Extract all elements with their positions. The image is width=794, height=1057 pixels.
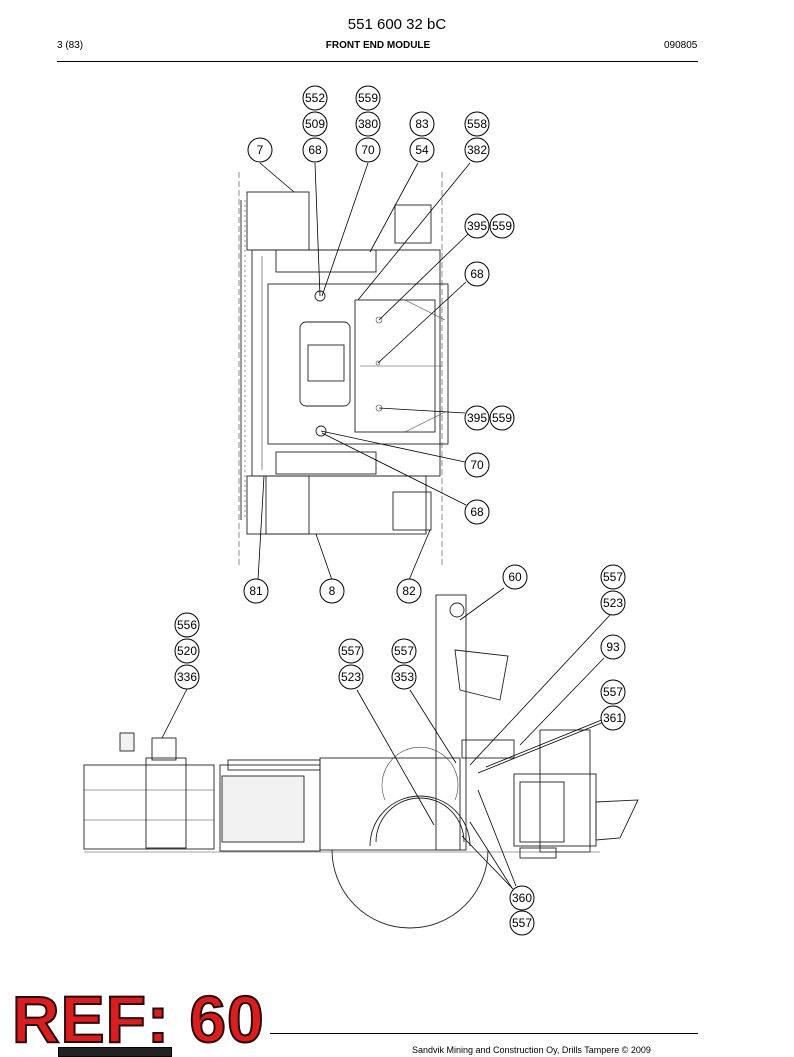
page-count: 3 (83) [57,40,84,51]
callout-label: 70 [470,458,484,472]
callout-395: 395 [464,213,490,239]
callout-523: 523 [338,664,364,690]
callout-8: 8 [319,578,345,604]
callout-559: 559 [489,213,515,239]
callout-93: 93 [600,634,626,660]
callout-label: 382 [467,143,487,157]
callout-label: 559 [492,219,512,233]
callout-70: 70 [464,452,490,478]
callout-353: 353 [391,664,417,690]
callout-label: 557 [341,644,361,658]
callout-label: 93 [606,640,620,654]
callout-380: 380 [355,111,381,137]
callout-509: 509 [302,111,328,137]
callout-68: 68 [302,137,328,163]
callout-label: 54 [415,143,429,157]
callout-68: 68 [464,499,490,525]
footer-copyright: Sandvik Mining and Construction Oy, Dril… [412,1045,651,1055]
callout-label: 557 [603,570,623,584]
callout-label: 523 [603,596,623,610]
callout-label: 70 [361,143,375,157]
callout-label: 60 [508,570,522,584]
logo-strip [58,1047,172,1057]
callout-557: 557 [338,638,364,664]
callout-82: 82 [396,578,422,604]
callout-label: 558 [467,117,487,131]
callout-361: 361 [600,705,626,731]
callout-336: 336 [174,664,200,690]
callout-label: 380 [358,117,378,131]
callout-523: 523 [600,590,626,616]
header-rule [57,61,698,62]
callout-395: 395 [464,405,490,431]
callout-70: 70 [355,137,381,163]
callout-557: 557 [391,638,417,664]
callout-label: 557 [512,916,532,930]
callout-557: 557 [600,679,626,705]
callout-label: 82 [402,584,416,598]
callout-label: 552 [305,91,325,105]
callout-label: 395 [467,219,487,233]
callout-559: 559 [489,405,515,431]
callout-label: 557 [394,644,414,658]
document-date: 090805 [664,40,698,51]
callout-label: 8 [329,584,336,598]
callout-label: 68 [470,267,484,281]
callout-label: 7 [257,143,264,157]
callout-label: 68 [308,143,322,157]
callout-556: 556 [174,612,200,638]
callout-68: 68 [464,261,490,287]
callout-label: 523 [341,670,361,684]
document-number: 551 600 32 bC [347,16,447,33]
callout-label: 83 [415,117,429,131]
callout-520: 520 [174,638,200,664]
callout-382: 382 [464,137,490,163]
callout-label: 520 [177,644,197,658]
footer-rule [270,1033,698,1034]
side-view-drawing [83,594,639,929]
callout-label: 336 [177,670,197,684]
callout-label: 353 [394,670,414,684]
callout-label: 395 [467,411,487,425]
callout-81: 81 [243,578,269,604]
callout-label: 557 [603,685,623,699]
callout-60: 60 [502,564,528,590]
callout-label: 509 [305,117,325,131]
callout-label: 556 [177,618,197,632]
callout-label: 361 [603,711,623,725]
callout-label: 360 [512,891,532,905]
callout-label: 68 [470,505,484,519]
callout-558: 558 [464,111,490,137]
callout-7: 7 [247,137,273,163]
callout-83: 83 [409,111,435,137]
callout-label: 559 [358,91,378,105]
callout-label: 81 [249,584,263,598]
callout-557: 557 [600,564,626,590]
callout-label: 559 [492,411,512,425]
callout-552: 552 [302,85,328,111]
document-title: FRONT END MODULE [325,40,431,51]
callout-559: 559 [355,85,381,111]
ref-stamp: REF: 60 [11,982,265,1056]
callout-360: 360 [509,885,535,911]
callout-557: 557 [509,910,535,936]
leader-lines [161,162,611,891]
top-view-drawing [238,172,449,565]
callout-54: 54 [409,137,435,163]
